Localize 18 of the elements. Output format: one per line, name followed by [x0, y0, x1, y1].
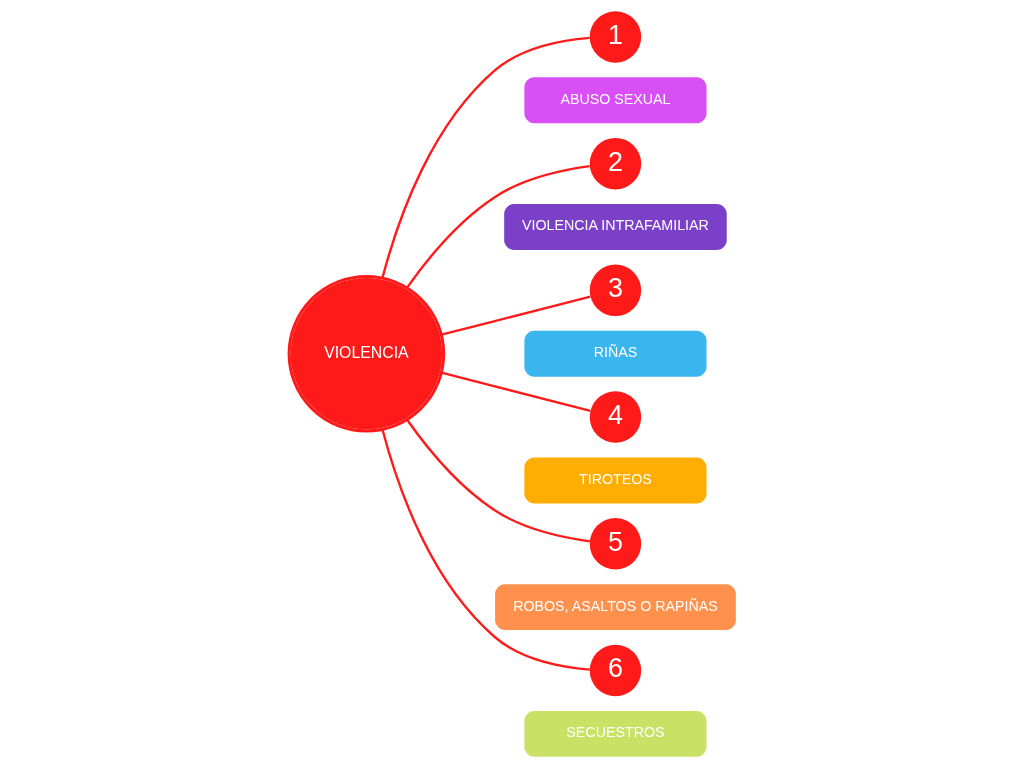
node-circle: 3 [589, 264, 641, 317]
node-circle: 2 [589, 137, 641, 190]
node-box: SECUESTROS [523, 710, 707, 757]
connector [440, 371, 591, 412]
connector [405, 164, 590, 289]
connector [440, 295, 591, 336]
connector [380, 36, 590, 279]
node-circle: 4 [589, 391, 641, 443]
node-box: VIOLENCIA INTRAFAMILIAR [503, 204, 727, 250]
connector [380, 428, 590, 671]
node-circle: 5 [589, 518, 641, 570]
connector [405, 418, 590, 543]
node-box: TIROTEOS [523, 457, 707, 504]
node-circle: 1 [589, 11, 641, 63]
node-circle: 6 [589, 644, 641, 697]
node-box: ROBOS, ASALTOS O RAPIÑAS [494, 584, 736, 631]
node-box: ABUSO SEXUAL [523, 77, 707, 124]
node-box: RIÑAS [523, 330, 707, 377]
